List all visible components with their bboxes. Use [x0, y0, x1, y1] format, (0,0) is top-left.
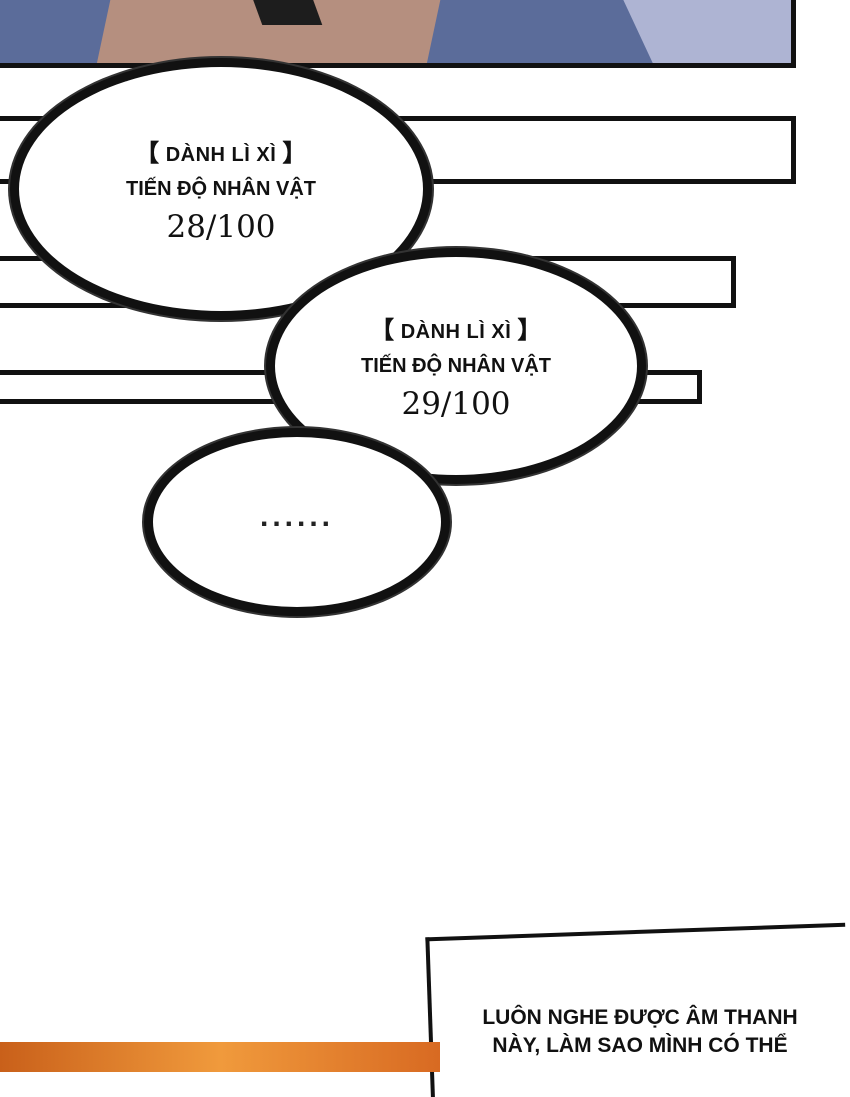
ellipsis-text: ...... — [259, 500, 334, 533]
background-shade — [616, 0, 791, 63]
bubble-progress-value: 29/100 — [401, 386, 511, 422]
speech-text: LUÔN NGHE ĐƯỢC ÂM THANH NÀY, LÀM SAO MÌN… — [460, 1004, 820, 1060]
bubble-progress-value: 28/100 — [166, 209, 276, 245]
top-comic-panel — [0, 0, 796, 68]
bubble-label: TIẾN ĐỘ NHÂN VẬT — [126, 178, 316, 200]
speech-line-2: NÀY, LÀM SAO MÌNH CÓ THỂ — [492, 1034, 788, 1057]
ellipsis-bubble: ...... — [144, 428, 450, 616]
speech-line-1: LUÔN NGHE ĐƯỢC ÂM THANH — [482, 1006, 798, 1029]
bubble-title: 【 DÀNH LÌ XÌ 】 — [135, 140, 307, 167]
bubble-label: TIẾN ĐỘ NHÂN VẬT — [361, 355, 551, 377]
bubble-title: 【 DÀNH LÌ XÌ 】 — [370, 317, 542, 344]
bottom-comic-panel — [0, 1042, 440, 1072]
